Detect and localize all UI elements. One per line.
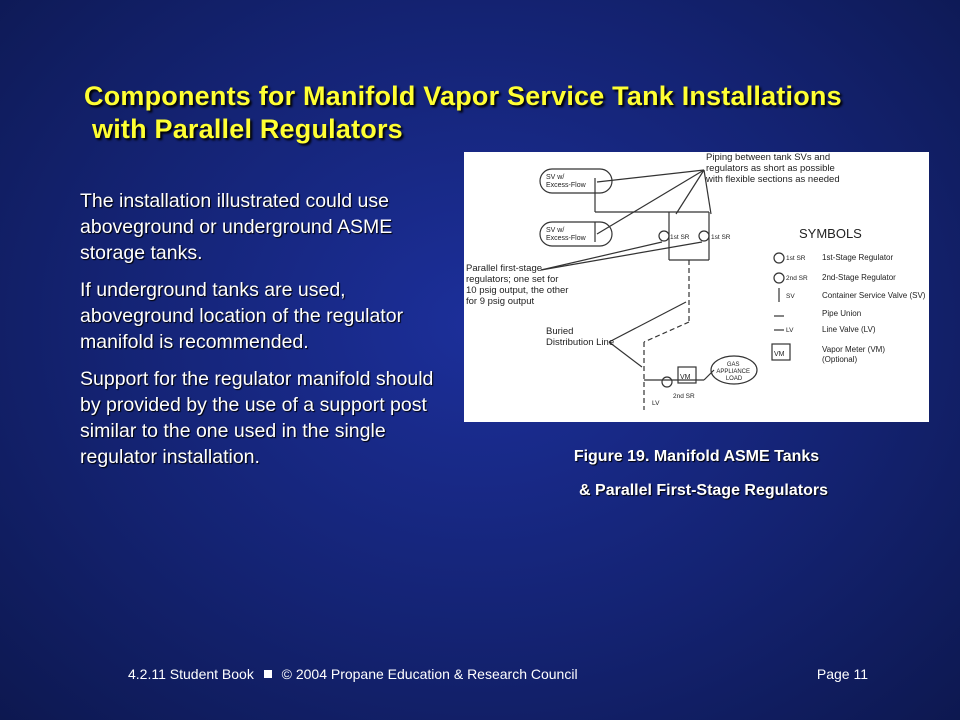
symbol-desc-4: Pipe Union [822, 309, 861, 318]
svg-text:SV w/ Excess-Flow: SV w/ Excess-Flow [546, 174, 587, 189]
symbol-abbr-6: VM [774, 351, 785, 358]
footer-page-number: Page 11 [816, 666, 868, 682]
paragraph-3: Support for the regulator manifold shoul… [80, 368, 434, 468]
footer-copyright: © 2004 Propane Education & Research Coun… [281, 666, 578, 682]
svg-text:SV w/ Excess-Flow: SV w/ Excess-Flow [546, 227, 587, 242]
vapor-meter [677, 366, 697, 384]
paragraph-2: If underground tanks are used, abovegrou… [80, 279, 404, 353]
reg3-label: 2nd SR [673, 393, 695, 400]
manifold-diagram: SV w/ Excess-Flow SV w/ Excess-Flow Pipi… [466, 152, 926, 410]
first-stage-regulator-1 [658, 230, 670, 242]
load-label-2: APPLIANCE [716, 369, 750, 375]
bullet-square-icon [263, 670, 272, 678]
symbol-abbr-3: SV [786, 293, 795, 300]
caption-line2: & Parallel First-Stage Regulators [579, 482, 828, 499]
symbol-desc-6: Vapor Meter (VM) [822, 345, 885, 354]
svg-text:Parallel first-stage reg: Parallel first-stage regulators; one set… [466, 263, 571, 307]
slide-title: Components for Manifold Vapor Service Ta… [84, 80, 842, 146]
paragraph-1: The installation illustrated could use a… [80, 190, 393, 264]
reg2-label: 1st SR [711, 234, 731, 241]
gas-appliance-load [710, 355, 758, 385]
symbol-desc-3: Container Service Valve (SV) [822, 291, 926, 300]
footer-left: 4.2.11 Student Book © 2004 Propane Educa… [128, 664, 578, 684]
lv-label: LV [652, 400, 660, 407]
tank-1 [539, 168, 613, 194]
parallel-note-2: regulators; one set for [466, 274, 558, 285]
footer: 4.2.11 Student Book © 2004 Propane Educa… [128, 664, 868, 684]
piping-note-2: regulators as short as possible [706, 163, 835, 174]
load-label-3: LOAD [726, 376, 743, 382]
footer-book: 4.2.11 Student Book [128, 666, 254, 682]
parallel-note-3: 10 psig output, the other [466, 285, 568, 296]
svg-text:Piping between tank SVs and: Piping between tank SVs and regulators a… [705, 152, 840, 185]
vm-optional: (Optional) [822, 355, 857, 364]
symbols-title: SYMBOLS [799, 226, 862, 241]
figure-caption: Figure 19. Manifold ASME Tanks & Paralle… [464, 440, 929, 508]
reg1-label: 1st SR [670, 234, 690, 241]
symbol-abbr-1: 1st SR [786, 255, 806, 262]
tank2-label-1: SV w/ [546, 227, 564, 234]
second-stage-regulator [661, 376, 673, 388]
slide-title-line1: Components for Manifold Vapor Service Ta… [84, 81, 842, 111]
symbol-desc-2: 2nd-Stage Regulator [822, 273, 896, 282]
tank1-label-1: SV w/ [546, 174, 564, 181]
load-label-1: GAS [727, 362, 740, 368]
svg-text:Buried Distribution Line: Buried Distribution Line [546, 326, 614, 348]
tank-2 [539, 221, 613, 247]
tank2-label-2: Excess-Flow [546, 235, 587, 242]
buried-note-2: Distribution Line [546, 337, 614, 348]
symbol-abbr-2: 2nd SR [786, 275, 808, 282]
tank1-label-2: Excess-Flow [546, 182, 587, 189]
manifold-diagram-figure: SV w/ Excess-Flow SV w/ Excess-Flow Pipi… [464, 152, 929, 422]
buried-note-1: Buried [546, 326, 573, 337]
parallel-note-1: Parallel first-stage [466, 263, 542, 274]
symbol-abbr-5: LV [786, 327, 794, 334]
caption-line1: Figure 19. Manifold ASME Tanks [573, 448, 820, 465]
slide-title-line2: with Parallel Regulators [92, 114, 403, 144]
piping-note-1: Piping between tank SVs and [706, 152, 830, 163]
vm-label: VM [680, 374, 691, 381]
first-stage-regulator-2 [698, 230, 710, 242]
piping-note-3: with flexible sections as needed [705, 174, 840, 185]
parallel-note-4: for 9 psig output [466, 296, 534, 307]
body-text: The installation illustrated could use a… [80, 188, 455, 481]
symbol-desc-1: 1st-Stage Regulator [822, 253, 893, 262]
symbol-desc-5: Line Valve (LV) [822, 325, 876, 334]
svg-text:GAS APPLIANCE LOAD: GAS APPLIANCE LOAD [716, 362, 751, 382]
